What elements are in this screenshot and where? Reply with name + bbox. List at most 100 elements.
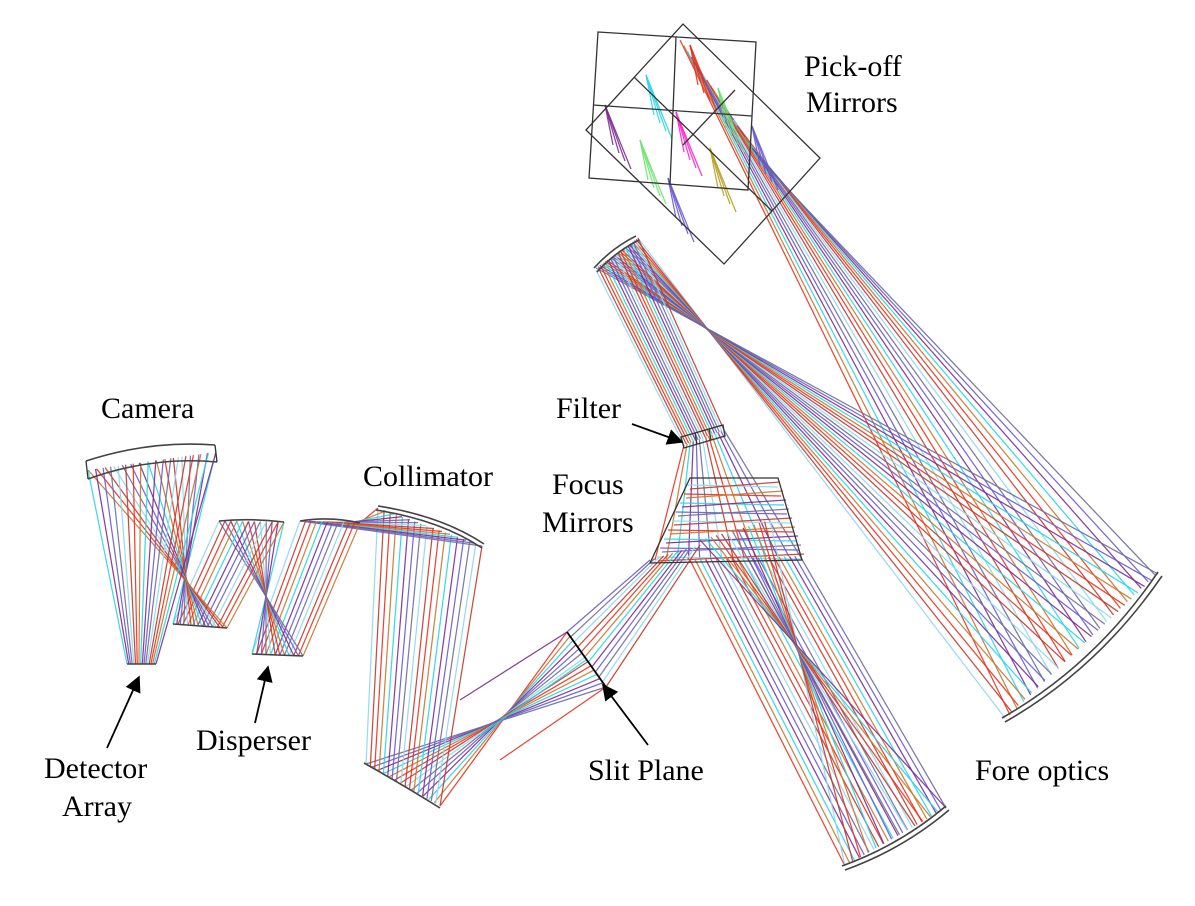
ray-segment bbox=[150, 455, 195, 665]
ray-segment bbox=[709, 147, 737, 213]
focus-mirrors bbox=[648, 477, 803, 564]
ray-segment bbox=[689, 481, 781, 490]
ray-segment bbox=[704, 538, 939, 813]
ray-segment bbox=[632, 241, 720, 433]
ray-segment bbox=[778, 556, 928, 820]
slit-plane-element bbox=[566, 631, 607, 688]
ray-segment bbox=[751, 125, 779, 191]
ray-segment bbox=[413, 532, 446, 792]
ray-segment bbox=[256, 521, 279, 655]
ray-segment bbox=[121, 464, 214, 628]
ray-segment bbox=[192, 521, 244, 626]
fore-optics-top-mirror bbox=[593, 235, 640, 273]
ray-segment bbox=[764, 521, 854, 862]
ray-segment bbox=[627, 245, 716, 434]
ray-segment bbox=[102, 467, 132, 665]
ray-segment bbox=[622, 249, 711, 436]
ray-segment bbox=[132, 463, 138, 665]
ray-segment bbox=[639, 139, 667, 205]
ray-segment bbox=[607, 260, 697, 441]
ray-segment bbox=[699, 559, 856, 861]
ray-segment bbox=[725, 108, 1094, 636]
ray-segment bbox=[715, 558, 870, 853]
ray-segment bbox=[740, 131, 1121, 609]
ray-segment bbox=[612, 256, 702, 440]
pickoff-mirror-array bbox=[585, 23, 821, 265]
ray-segment bbox=[679, 39, 1011, 716]
ray-segment bbox=[211, 521, 267, 628]
ray-segment bbox=[709, 85, 1066, 662]
ray-segment bbox=[605, 262, 694, 442]
ray-segment bbox=[109, 466, 133, 665]
ray-segment bbox=[681, 499, 787, 508]
ray-segment bbox=[499, 686, 607, 761]
ray-segment bbox=[710, 536, 931, 818]
detector-array-label-line1: Detector bbox=[44, 752, 147, 785]
ray-segment bbox=[685, 490, 784, 499]
ray-segment bbox=[759, 159, 1156, 576]
ray-segment bbox=[155, 451, 217, 665]
pickoff-mirror-tilted-frame bbox=[585, 23, 821, 265]
ray-segment bbox=[769, 519, 846, 867]
ray-segment bbox=[260, 521, 273, 655]
ray-segment bbox=[94, 468, 130, 665]
ray-segment bbox=[299, 520, 483, 547]
ray-segment bbox=[732, 119, 1108, 623]
ray-segment bbox=[226, 521, 285, 629]
ray-segment bbox=[615, 254, 704, 439]
ray-segment bbox=[669, 526, 796, 535]
ray-segment bbox=[172, 520, 220, 625]
ray-segment bbox=[374, 512, 391, 769]
camera-fold-mirror bbox=[172, 623, 228, 629]
ray-segment bbox=[253, 521, 276, 656]
ray-segment bbox=[591, 550, 683, 668]
ray-segment bbox=[302, 522, 361, 657]
ray-segment bbox=[587, 551, 678, 663]
ray-segment bbox=[597, 267, 687, 445]
ray-segment bbox=[687, 51, 1025, 702]
ray-segment bbox=[304, 520, 475, 544]
ray-segment bbox=[690, 56, 1032, 696]
ray-segment bbox=[479, 659, 587, 736]
ray-segment bbox=[141, 460, 157, 665]
fore-optics-large-mirror bbox=[1001, 571, 1163, 723]
ray-segment bbox=[717, 87, 745, 153]
ray-segment bbox=[408, 530, 440, 789]
ray-segment bbox=[702, 73, 1052, 676]
filter-pointer-arrow bbox=[631, 423, 684, 445]
ray-segment bbox=[645, 74, 673, 140]
focus-mirrors-label-line2: Mirrors bbox=[542, 506, 634, 539]
ray-segment bbox=[146, 457, 179, 665]
ray-segment bbox=[297, 522, 356, 657]
ray-segment bbox=[181, 456, 189, 626]
ray-segment bbox=[288, 522, 345, 656]
pickoff-mirrors-label-line2: Mirrors bbox=[806, 86, 898, 119]
ray-segment bbox=[435, 543, 477, 804]
ray-segment bbox=[694, 559, 851, 864]
ray-segment bbox=[378, 514, 397, 772]
ray-segment bbox=[637, 237, 725, 431]
ray-segment bbox=[677, 508, 790, 517]
ray-segment bbox=[753, 524, 869, 853]
ray-segment bbox=[155, 460, 199, 627]
ray-segment bbox=[689, 559, 846, 867]
ray-segment bbox=[667, 177, 695, 243]
ray-segment bbox=[365, 507, 379, 765]
collimator-output-mirror bbox=[363, 762, 441, 809]
slit-plane-pointer-arrow bbox=[602, 683, 649, 746]
ray-segment bbox=[794, 555, 942, 812]
collimator-label: Collimator bbox=[363, 460, 493, 493]
ray-segment bbox=[138, 462, 206, 627]
ray-segment bbox=[689, 44, 717, 110]
ray-segment bbox=[206, 521, 261, 627]
ray-segment bbox=[726, 531, 908, 831]
ray-segment bbox=[598, 547, 692, 678]
ray-segment bbox=[138, 462, 142, 665]
ray-segment bbox=[602, 264, 692, 443]
ray-segment bbox=[604, 104, 632, 170]
ray-segment bbox=[426, 539, 465, 799]
ray-segment bbox=[293, 522, 350, 656]
ray-segment bbox=[600, 265, 690, 444]
disperser-label: Disperser bbox=[196, 724, 311, 757]
